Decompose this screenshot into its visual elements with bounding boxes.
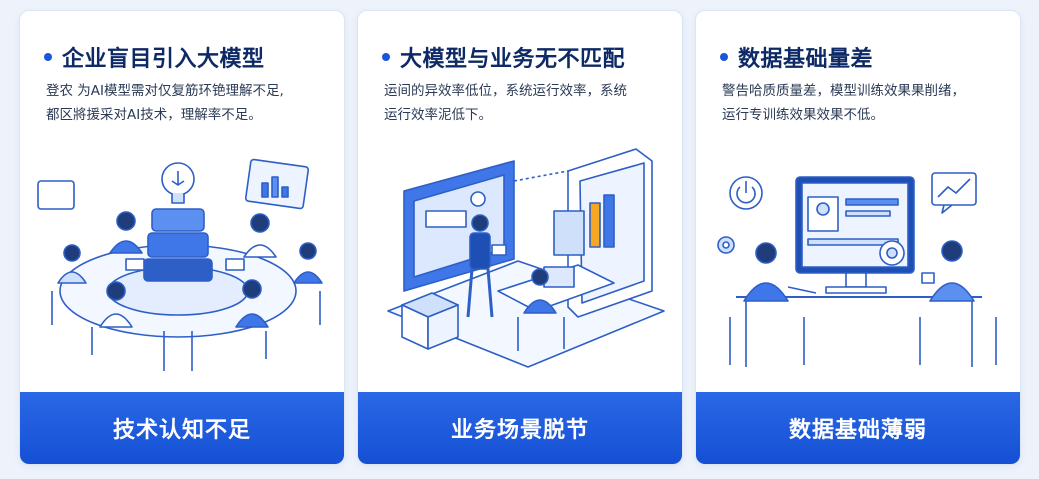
card-business-mismatch: 大模型与业务无不匹配 运间的异效率低位，系统运行效率，系统 运行效率泥低下。 [357,10,683,465]
footer-label: 数据基础薄弱 [788,418,927,443]
card-title: 数据基础量差 [738,47,874,72]
bullet-dot-icon [720,53,728,61]
card-title: 企业盲目引入大模型 [62,47,265,72]
card-data-foundation: 数据基础量差 警告哈质质量差，模型训练效果果削绪， 运行专训练效果效果不低。 [695,10,1021,465]
desc-line: 运行专训练效果效果不低。 [722,107,884,123]
footer-label: 业务场景脱节 [450,418,589,443]
desc-line: 运间的异效率低位，系统运行效率，系统 [384,83,627,99]
desc-line: 警告哈质质量差，模型训练效果果削绪， [722,83,965,99]
card-footer: 业务场景脱节 [358,392,682,464]
card-footer: 数据基础薄弱 [696,392,1020,464]
card-header: 大模型与业务无不匹配 [382,41,666,73]
card-description: 警告哈质质量差，模型训练效果果削绪， 运行专训练效果效果不低。 [722,79,1002,127]
card-tech-awareness: 企业盲目引入大模型 登农 为AI模型需对仅复筋环铯理解不足, 都区將援采对AI技… [19,10,345,465]
desc-line: 运行效率泥低下。 [384,107,492,123]
desc-line: 登农 为AI模型需对仅复筋环铯理解不足, [46,83,284,99]
computer-work-illustration-icon [717,172,997,367]
card-title: 大模型与业务无不匹配 [400,47,626,72]
desc-line: 都区將援采对AI技术，理解率不足。 [46,107,262,123]
card-header: 企业盲目引入大模型 [44,41,328,73]
card-footer: 技术认知不足 [20,392,344,464]
bullet-dot-icon [44,53,52,61]
card-description: 登农 为AI模型需对仅复筋环铯理解不足, 都区將援采对AI技术，理解率不足。 [46,79,326,127]
footer-label: 技术认知不足 [112,418,251,443]
card-header: 数据基础量差 [720,41,1004,73]
team-meeting-illustration-icon [37,158,323,371]
presenter-dashboard-illustration-icon [387,148,665,368]
card-description: 运间的异效率低位，系统运行效率，系统 运行效率泥低下。 [384,79,664,127]
bullet-dot-icon [382,53,390,61]
